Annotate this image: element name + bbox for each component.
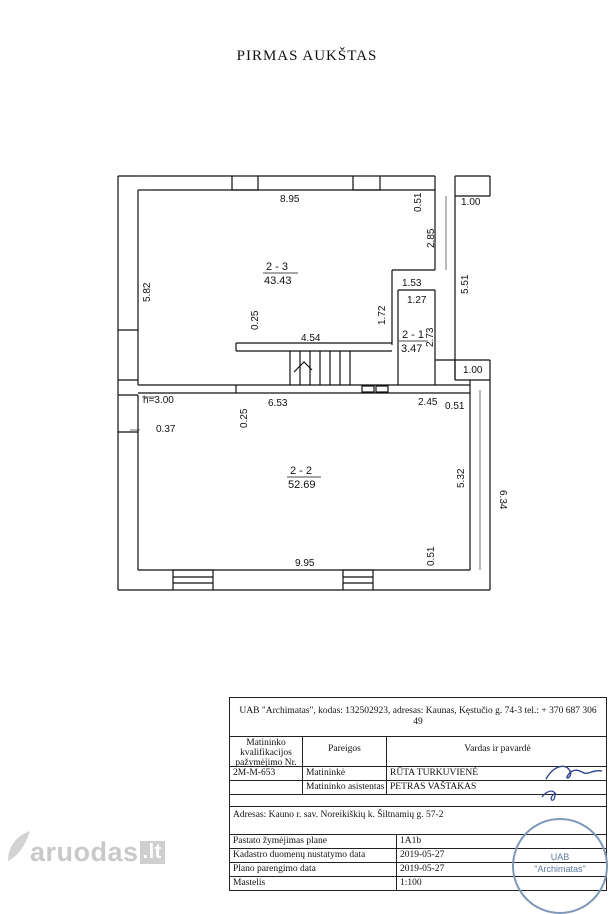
header-row: Matininko kvalifikacijos pažymėjimo Nr. …	[230, 736, 606, 766]
dim-wall-051-b: 0.51	[445, 401, 465, 412]
info-value: 1:100	[396, 877, 608, 891]
staff-name: RŪTA TURKUVIENĖ	[386, 767, 608, 780]
dim-wall-051-a: 0.51	[413, 192, 424, 212]
dim-037: 0.37	[156, 424, 176, 435]
dim-left-height: 5.82	[142, 282, 153, 302]
company-info: UAB "Archimatas", kodas: 132502923, adre…	[239, 706, 597, 727]
info-value: 2019-05-27	[396, 849, 608, 862]
dim-454: 4.54	[301, 333, 321, 344]
watermark-text: aruodas	[30, 837, 139, 867]
staff-license: 2M-M-653	[233, 768, 276, 778]
dim-172: 1.72	[377, 305, 388, 325]
info-label: Kadastro duomenų nustatymo data	[233, 850, 366, 860]
dim-634: 6.34	[497, 490, 508, 510]
address-row: Adresas: Kauno r. sav. Noreikiškių k. Ši…	[230, 806, 606, 834]
dim-bottom-width: 9.95	[295, 558, 315, 569]
info-value: 2019-05-27	[396, 863, 608, 876]
stamp-line-1: UAB	[550, 852, 570, 862]
stamp-line-2: "Archimatas"	[534, 864, 586, 874]
info-row: Plano parengimo data 2019-05-27	[230, 862, 606, 876]
info-row: Pastato žymėjimas plane 1A1b	[230, 834, 606, 848]
room-id-2-3: 2 - 3	[266, 261, 288, 273]
title-block: UAB "Archimatas", kodas: 132502923, adre…	[229, 697, 607, 891]
header-position: Pareigos	[302, 737, 386, 766]
dim-025-b: 0.25	[239, 408, 250, 428]
room-area-2-2: 52.69	[288, 479, 316, 491]
page-title: PIRMAS AUKŠTAS	[236, 48, 378, 64]
info-label: Pastato žymėjimas plane	[233, 836, 327, 846]
info-row: Kadastro duomenų nustatymo data 2019-05-…	[230, 848, 606, 862]
floor-plan-drawing: 8.95 5.82 0.51 1.00 2.85 1.53 5.51 1.27 …	[117, 175, 508, 591]
room-area-2-1: 3.47	[401, 343, 422, 355]
room-id-2-2: 2 - 2	[290, 465, 312, 477]
dim-wall-051-c: 0.51	[426, 546, 437, 566]
dim-532: 5.32	[456, 468, 467, 488]
dim-ext-100-b: 1.00	[463, 365, 483, 376]
watermark: aruodas.lt	[30, 837, 165, 868]
blank-row	[230, 794, 606, 806]
signature-icon	[541, 765, 603, 801]
staff-row: Matininko asistentas PETRAS VAŠTAKAS	[230, 780, 606, 794]
staff-position: Matininkė	[302, 767, 386, 780]
info-label: Mastelis	[233, 878, 266, 888]
dim-127: 1.27	[407, 295, 427, 306]
staff-row: 2M-M-653 Matininkė RŪTA TURKUVIENĖ	[230, 766, 606, 780]
info-label: Plano parengimo data	[233, 864, 316, 874]
staff-license	[230, 781, 302, 794]
header-license: Matininko kvalifikacijos pažymėjimo Nr.	[235, 738, 297, 766]
leaf-icon	[8, 831, 30, 861]
dim-025-a: 0.25	[250, 310, 261, 330]
dim-ext-100-a: 1.00	[461, 197, 481, 208]
address-text: Adresas: Kauno r. sav. Noreikiškių k. Ši…	[233, 810, 444, 820]
header-name: Vardas ir pavardė	[386, 737, 608, 766]
info-value: 1A1b	[396, 835, 608, 848]
dim-245: 2.45	[418, 397, 438, 408]
dim-top-width: 8.95	[280, 194, 300, 205]
staff-name: PETRAS VAŠTAKAS	[386, 781, 608, 794]
staff-position: Matininko asistentas	[302, 781, 386, 794]
room-id-2-1: 2 - 1	[402, 329, 424, 341]
dim-653: 6.53	[268, 398, 288, 409]
dim-right-upper: 2.85	[426, 228, 437, 248]
info-row: Mastelis 1:100	[230, 876, 606, 891]
watermark-suffix: .lt	[139, 841, 165, 864]
dim-273: 2.73	[425, 327, 436, 347]
dim-551: 5.51	[460, 274, 471, 294]
dim-153: 1.53	[402, 278, 422, 289]
room-area-2-3: 43.43	[264, 275, 292, 287]
dim-height: h=3.00	[143, 395, 174, 406]
